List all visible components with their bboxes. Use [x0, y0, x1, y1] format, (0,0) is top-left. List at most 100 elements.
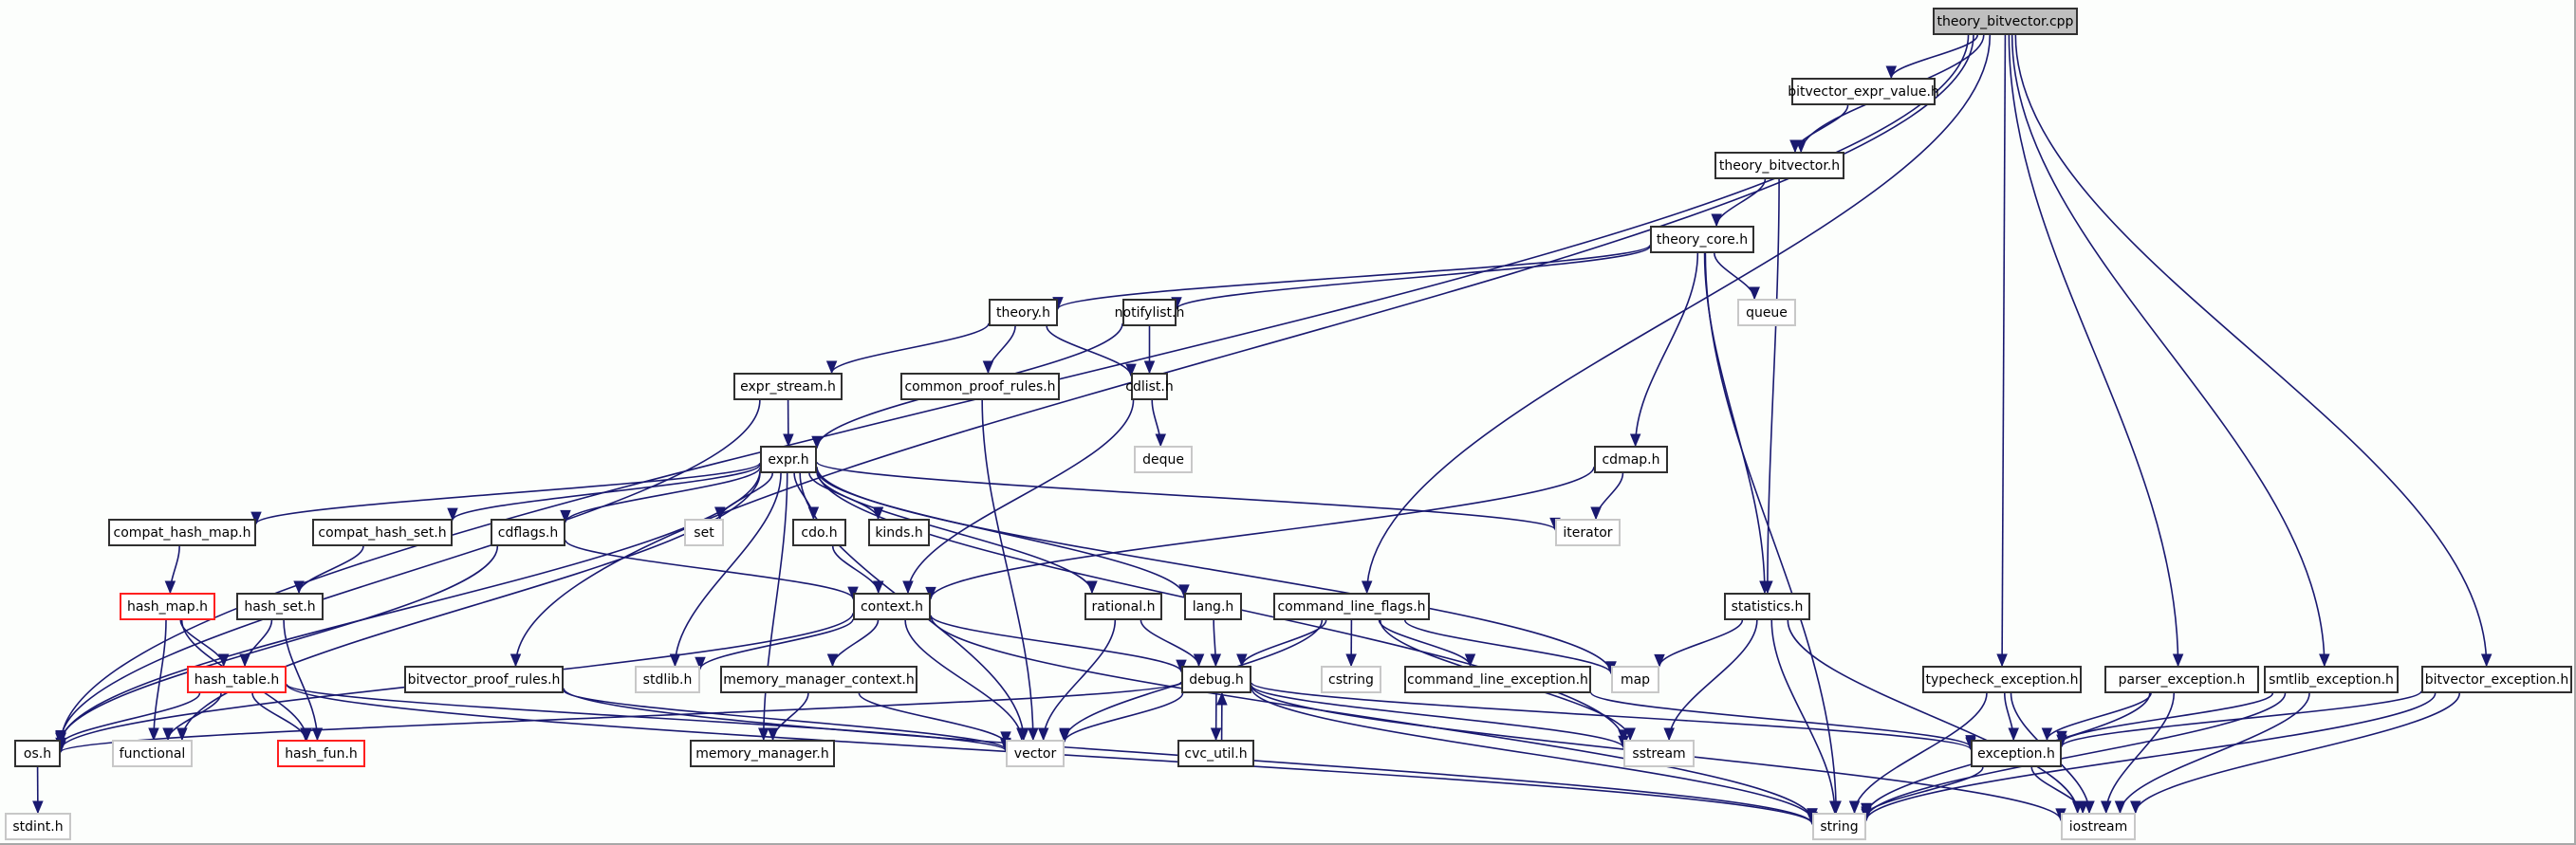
node-hash-fun-h[interactable]: hash_fun.h: [277, 740, 365, 767]
node-notifylist-h[interactable]: notifylist.h: [1115, 299, 1184, 326]
edge-hash-set-h-to-hash-fun-h: [283, 619, 319, 741]
edge-command-line-exception-h-to-exception-h: [1590, 691, 1972, 748]
node-hash-set-h[interactable]: hash_set.h: [236, 593, 324, 620]
node-memory-manager-h[interactable]: memory_manager.h: [690, 740, 835, 767]
edge-statistics-h-to-string: [1770, 619, 1836, 814]
arrowhead-icon: [767, 727, 779, 742]
node-statistics-h[interactable]: statistics.h: [1724, 593, 1810, 620]
arrowhead-icon: [1000, 731, 1011, 745]
edge-bitvector-exception-h-to-exception-h: [2061, 690, 2422, 747]
arrowhead-icon: [2480, 653, 2493, 668]
node-command-line-exception-h[interactable]: command_line_exception.h: [1404, 666, 1591, 693]
edge-theory-core-h-to-theory-h: [1057, 244, 1651, 310]
node-expr-stream-h[interactable]: expr_stream.h: [733, 373, 843, 400]
arrowhead-icon: [825, 360, 838, 375]
edge-expr-stream-h-to-os-h: [60, 399, 761, 743]
edge-expr-h-to-iterator: [816, 461, 1556, 531]
node-sstream: sstream: [1623, 740, 1695, 767]
arrowhead-icon: [1143, 360, 1156, 375]
edge-theory-core-h-to-queue: [1714, 252, 1755, 300]
node-expr-h[interactable]: expr.h: [760, 446, 817, 473]
edge-cdmap-h-to-iterator: [1595, 472, 1624, 520]
node-hash-map-h[interactable]: hash_map.h: [120, 593, 215, 620]
edge-theory-bitvector-cpp-to-bitvector-proof-rules-h: [514, 34, 1974, 667]
node-hash-table-h[interactable]: hash_table.h: [187, 666, 287, 693]
arrowhead-icon: [218, 653, 230, 668]
edges-layer: [32, 34, 2493, 826]
node-typecheck-exception-h[interactable]: typecheck_exception.h: [1922, 666, 2082, 693]
arrowhead-icon: [311, 727, 324, 742]
arrowhead-icon: [826, 653, 839, 668]
node-cdmap-h[interactable]: cdmap.h: [1594, 446, 1668, 473]
node-debug-h[interactable]: debug.h: [1181, 666, 1251, 693]
edge-cdlist-h-to-context-h: [907, 399, 1135, 594]
arrowhead-icon: [2172, 653, 2184, 668]
edge-expr-h-to-cdflags-h: [565, 467, 761, 523]
arrowhead-icon: [1624, 727, 1636, 742]
arrowhead-icon: [162, 727, 174, 742]
edge-cdflags-h-to-context-h: [565, 540, 854, 599]
node-smtlib-exception-h[interactable]: smtlib_exception.h: [2264, 666, 2399, 693]
node-rational-h[interactable]: rational.h: [1084, 593, 1162, 620]
edge-exception-h-to-string: [1865, 766, 1984, 817]
edge-memory-manager-context-h-to-vector: [858, 692, 1007, 744]
arrowhead-icon: [783, 433, 794, 448]
edge-expr-h-to-map: [816, 467, 1612, 673]
node-command-line-flags-h[interactable]: command_line_flags.h: [1273, 593, 1430, 620]
edge-theory-core-h-to-string: [1704, 252, 1837, 814]
node-common-proof-rules-h[interactable]: common_proof_rules.h: [900, 373, 1060, 400]
node-cdo-h[interactable]: cdo.h: [792, 519, 846, 546]
arrowhead-icon: [250, 511, 262, 525]
edge-expr-h-to-compat-hash-set-h: [452, 464, 761, 521]
arrowhead-icon: [1028, 727, 1039, 742]
edge-hash-table-h-to-os-h: [60, 692, 201, 745]
edge-context-h-to-string: [930, 615, 1813, 820]
edge-smtlib-exception-h-to-iostream: [2119, 692, 2310, 814]
node-compat-hash-set-h[interactable]: compat_hash_set.h: [312, 519, 453, 546]
node-bitvector-proof-rules-h[interactable]: bitvector_proof_rules.h: [404, 666, 564, 693]
edge-cdmap-h-to-context-h: [930, 467, 1595, 599]
edge-expr-h-to-memory-manager-h: [762, 472, 788, 741]
node-functional: functional: [112, 740, 193, 767]
arrowhead-icon: [1193, 653, 1205, 668]
arrowhead-icon: [2130, 800, 2141, 815]
arrowhead-icon: [1654, 653, 1665, 668]
node-cdlist-h[interactable]: cdlist.h: [1125, 373, 1174, 400]
edge-theory-h-to-expr-stream-h: [830, 322, 990, 374]
edge-statistics-h-to-iostream: [1787, 619, 2079, 814]
arrowhead-icon: [1629, 433, 1641, 448]
node-bitvector-expr-value-h[interactable]: bitvector_expr_value.h: [1788, 78, 1939, 105]
arrowhead-icon: [1037, 727, 1049, 742]
node-memory-manager-context-h[interactable]: memory_manager_context.h: [720, 666, 917, 693]
node-cvc-util-h[interactable]: cvc_util.h: [1177, 740, 1254, 767]
arrowhead-icon: [1216, 691, 1228, 706]
node-theory-bitvector-h[interactable]: theory_bitvector.h: [1714, 152, 1844, 179]
node-theory-core-h[interactable]: theory_core.h: [1650, 226, 1754, 253]
node-deque: deque: [1134, 446, 1193, 473]
node-vector: vector: [1006, 740, 1065, 767]
node-compat-hash-map-h[interactable]: compat_hash_map.h: [108, 519, 256, 546]
arrowhead-icon: [1361, 580, 1373, 595]
edge-hash-map-h-to-functional: [153, 619, 167, 741]
node-cdflags-h[interactable]: cdflags.h: [491, 519, 565, 546]
arrowhead-icon: [1829, 800, 1841, 815]
arrowhead-icon: [176, 727, 188, 742]
arrowhead-icon: [1236, 653, 1248, 668]
node-exception-h[interactable]: exception.h: [1971, 740, 2062, 767]
node-kinds-h[interactable]: kinds.h: [868, 519, 930, 546]
edge-expr-h-to-compat-hash-map-h: [255, 462, 761, 524]
arrowhead-icon: [1663, 727, 1675, 742]
edge-statistics-h-to-sstream: [1668, 619, 1758, 741]
node-parser-exception-h[interactable]: parser_exception.h: [2104, 666, 2259, 693]
edge-theory-h-to-common-proof-rules-h: [987, 325, 1016, 374]
node-theory-h[interactable]: theory.h: [989, 299, 1058, 326]
edge-context-h-to-stdlib-h: [699, 618, 854, 670]
arrowhead-icon: [902, 580, 914, 595]
node-context-h[interactable]: context.h: [853, 593, 931, 620]
edge-debug-h-to-sstream: [1251, 684, 1624, 748]
arrowhead-icon: [873, 580, 884, 595]
node-bitvector-exception-h[interactable]: bitvector_exception.h: [2421, 666, 2572, 693]
node-os-h[interactable]: os.h: [14, 740, 61, 767]
edge-hash-table-h-to-vector: [286, 683, 1007, 752]
node-lang-h[interactable]: lang.h: [1184, 593, 1242, 620]
